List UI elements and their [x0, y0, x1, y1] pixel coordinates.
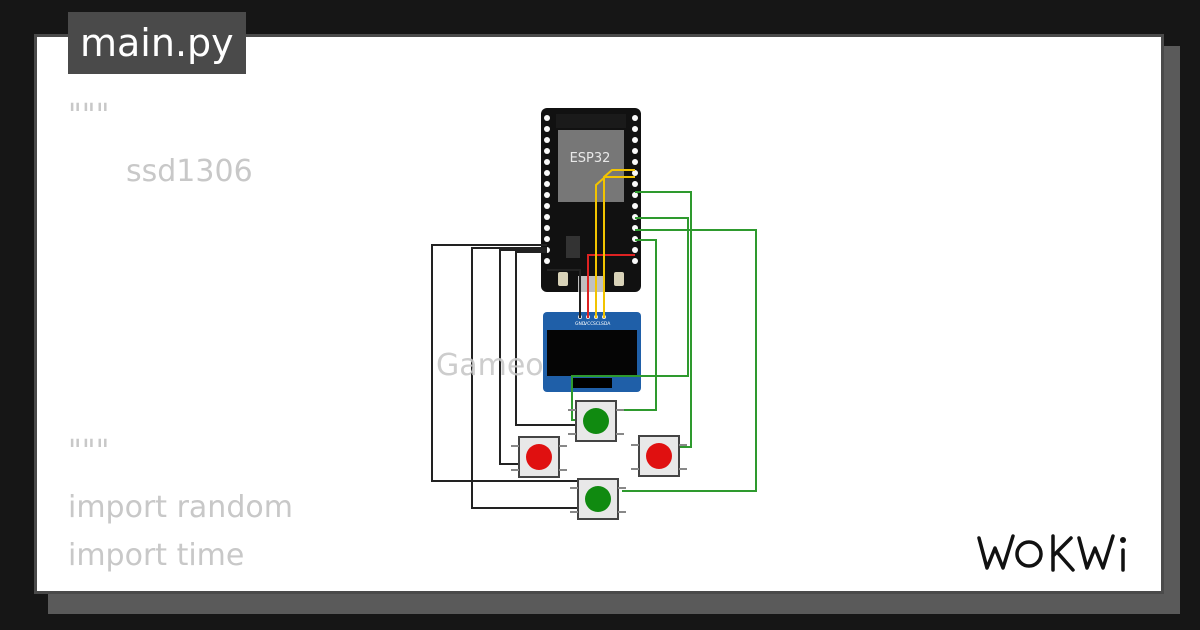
oled-pin-vcc: VCC: [584, 321, 593, 327]
code-line-docstring-close: """: [68, 434, 110, 469]
wokwi-logo: [977, 534, 1126, 572]
wires: [431, 169, 757, 509]
code-line-import-time: import time: [68, 538, 245, 573]
oled-pin-gnd: GND: [575, 321, 586, 327]
oled-pin-sda: SDA: [601, 321, 611, 327]
code-line-docstring-open: """: [68, 98, 110, 133]
pushbutton-red-right[interactable]: [631, 435, 687, 477]
pushbutton-green-top[interactable]: [568, 400, 624, 442]
esp32-pins-right: [632, 115, 638, 264]
code-line-import-random: import random: [68, 490, 293, 525]
pushbutton-green-bottom[interactable]: [570, 478, 626, 520]
pushbutton-red-left[interactable]: [511, 436, 567, 478]
esp32-board[interactable]: ESP32: [541, 108, 641, 292]
code-line-ssd1306: ssd1306: [126, 154, 253, 189]
esp32-label: ESP32: [570, 151, 611, 166]
oled-pin-scl: SCL: [593, 321, 602, 327]
oled-display[interactable]: GND VCC SCL SDA: [543, 312, 641, 392]
file-tab[interactable]: main.py: [68, 12, 246, 74]
code-line-gameo: Gameo: [436, 348, 544, 383]
